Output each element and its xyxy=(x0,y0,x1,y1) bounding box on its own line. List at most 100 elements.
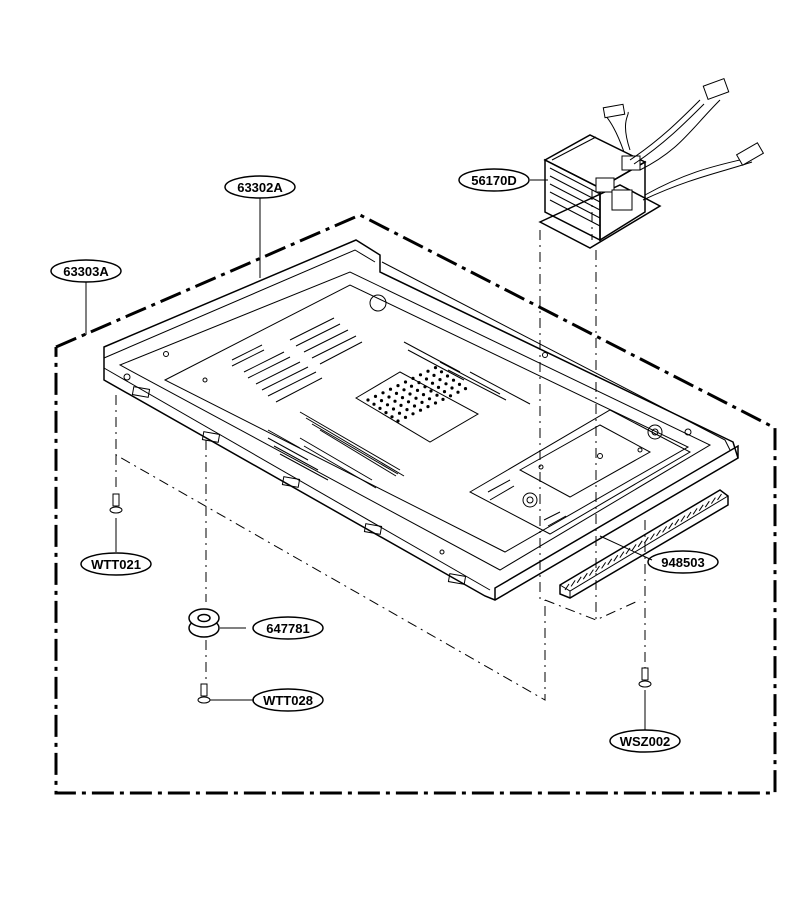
perforation-hole xyxy=(432,373,436,377)
perforation-grid xyxy=(366,366,468,423)
perforation-hole xyxy=(387,395,391,399)
perforation-hole xyxy=(372,402,376,406)
perforation-hole xyxy=(418,408,423,412)
spacer-ridge xyxy=(576,576,582,584)
perforation-hole xyxy=(444,382,448,386)
perforation-hole xyxy=(426,369,430,373)
perforation-hole xyxy=(403,415,408,419)
foot-647781 xyxy=(188,608,220,638)
perforation-hole xyxy=(463,387,468,391)
perforation-hole xyxy=(379,399,384,403)
perforation-hole xyxy=(411,376,415,380)
callout-label: 63302A xyxy=(237,180,283,195)
perforation-hole xyxy=(430,381,435,385)
callout-56170d: 56170D xyxy=(458,168,530,192)
perforation-hole xyxy=(406,400,411,404)
spacer-ridge xyxy=(601,562,607,569)
perforation-hole xyxy=(381,391,385,395)
perforation-hole xyxy=(435,393,439,397)
screw-wsz002 xyxy=(638,667,652,688)
perforation-hole xyxy=(426,405,430,409)
spacer-ridge xyxy=(607,558,613,566)
perforation-hole xyxy=(409,384,414,388)
mount-bracket xyxy=(468,409,692,535)
spacer-ridge xyxy=(643,536,649,544)
perforation-hole xyxy=(402,388,406,392)
perforation-hole xyxy=(421,393,426,397)
spacer-ridge xyxy=(595,565,600,573)
callout-wtt021: WTT021 xyxy=(80,552,152,576)
callout-label: WTT021 xyxy=(91,557,141,572)
perforation-hole xyxy=(396,419,400,423)
spacer-ridge xyxy=(662,526,668,533)
spacer-ridge xyxy=(692,508,698,515)
projection-lines xyxy=(115,190,646,701)
spacer-ridge xyxy=(710,497,716,504)
perforation-hole xyxy=(408,392,412,396)
spacer-ridge xyxy=(588,569,594,576)
perforation-hole xyxy=(433,401,438,405)
perforation-hole xyxy=(412,404,417,408)
perforation-hole xyxy=(418,373,423,377)
spacer-ridge xyxy=(570,580,576,587)
spacer-ridge xyxy=(631,544,637,551)
perforation-hole xyxy=(439,370,444,374)
perforation-hole xyxy=(393,399,397,403)
perforation-hole xyxy=(456,390,460,394)
spacer-ridge xyxy=(582,572,588,580)
perforation-hole xyxy=(427,397,432,401)
callout-label: WTT028 xyxy=(263,693,313,708)
screw-wtt028 xyxy=(197,683,211,704)
perforation-hole xyxy=(424,377,429,381)
perforation-hole xyxy=(397,411,402,415)
perforation-hole xyxy=(399,403,403,407)
callout-647781: 647781 xyxy=(252,616,324,640)
perforation-hole xyxy=(445,374,450,378)
callout-wtt028: WTT028 xyxy=(252,688,324,712)
perforation-hole xyxy=(429,389,433,393)
perforation-hole xyxy=(385,403,390,407)
perforation-hole xyxy=(420,400,424,404)
perforation-hole xyxy=(451,378,456,382)
perforation-hole xyxy=(403,380,408,384)
spacer-ridge xyxy=(649,533,655,540)
perforation-hole xyxy=(414,396,418,400)
vent-slots xyxy=(231,317,531,489)
spacer-ridge xyxy=(656,529,661,537)
perforation-hole xyxy=(400,396,405,400)
perforation-hole xyxy=(390,415,394,419)
perforation-hole xyxy=(378,406,382,410)
callout-948503: 948503 xyxy=(647,550,719,574)
perforation-hole xyxy=(423,385,427,389)
screw-wtt021 xyxy=(109,493,123,514)
perforation-hole xyxy=(373,394,378,398)
perforation-hole xyxy=(441,397,445,401)
spacer-ridge xyxy=(717,493,722,501)
perforation-hole xyxy=(457,382,462,386)
spacer-ridge xyxy=(619,551,625,558)
transformer xyxy=(538,78,765,249)
perforation-hole xyxy=(415,388,420,392)
perforation-hole xyxy=(411,412,415,416)
callout-wsz002: WSZ002 xyxy=(609,729,681,753)
spacer-bar xyxy=(559,489,729,599)
spacer-ridge xyxy=(704,500,710,508)
callout-63302a: 63302A xyxy=(224,175,296,199)
callout-label: 56170D xyxy=(471,173,517,188)
spacer-ridge xyxy=(698,504,704,512)
perforation-hole xyxy=(396,384,400,388)
callout-label: WSZ002 xyxy=(620,734,671,749)
spacer-ridge xyxy=(680,515,686,522)
leader-lines xyxy=(85,179,653,730)
perforation-hole xyxy=(436,385,441,389)
spacer-ridge xyxy=(668,522,674,530)
perforation-hole xyxy=(448,394,453,398)
spacer-ridge xyxy=(686,511,692,519)
base-plate xyxy=(103,239,739,601)
perforation-hole xyxy=(366,398,370,402)
callout-label: 63303A xyxy=(63,264,109,279)
perforation-hole xyxy=(391,407,396,411)
spacer-ridge xyxy=(613,554,619,562)
perforation-hole xyxy=(384,411,388,415)
